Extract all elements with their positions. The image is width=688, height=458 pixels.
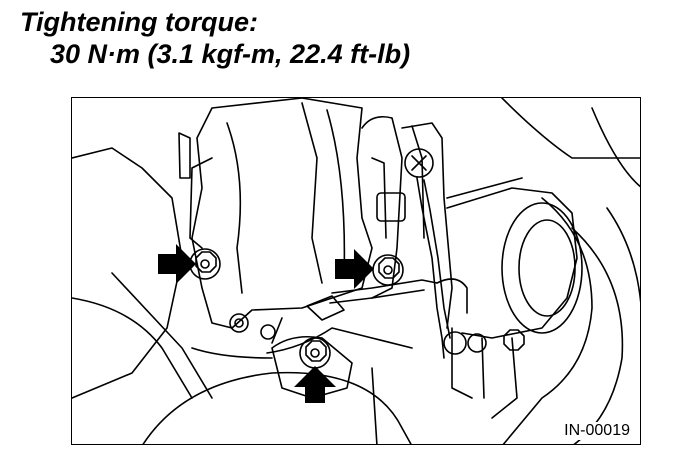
torque-value: 30 N·m (3.1 kgf-m, 22.4 ft-lb) [50, 39, 411, 69]
arrow-right-icon [158, 244, 196, 284]
figure-code: IN-00019 [562, 422, 632, 440]
arrow-up-icon [294, 366, 336, 403]
wire-harness [271, 148, 468, 359]
engine-illustration: IN-00019 [71, 97, 641, 445]
turbo-body [178, 98, 373, 329]
compressor-pipe [443, 177, 583, 419]
target-bolt-bottom [299, 337, 331, 369]
torque-label: Tightening torque: [20, 7, 258, 37]
line-drawing [72, 98, 640, 444]
target-bolt-center [372, 254, 404, 286]
bracket-bolts [191, 313, 413, 359]
arrow-right-icon [335, 249, 374, 289]
torque-heading: Tightening torque: 30 N·m (3.1 kgf-m, 22… [20, 6, 410, 70]
background-housing [72, 98, 640, 444]
center-pipes [361, 115, 453, 329]
lower-flange [142, 335, 412, 444]
